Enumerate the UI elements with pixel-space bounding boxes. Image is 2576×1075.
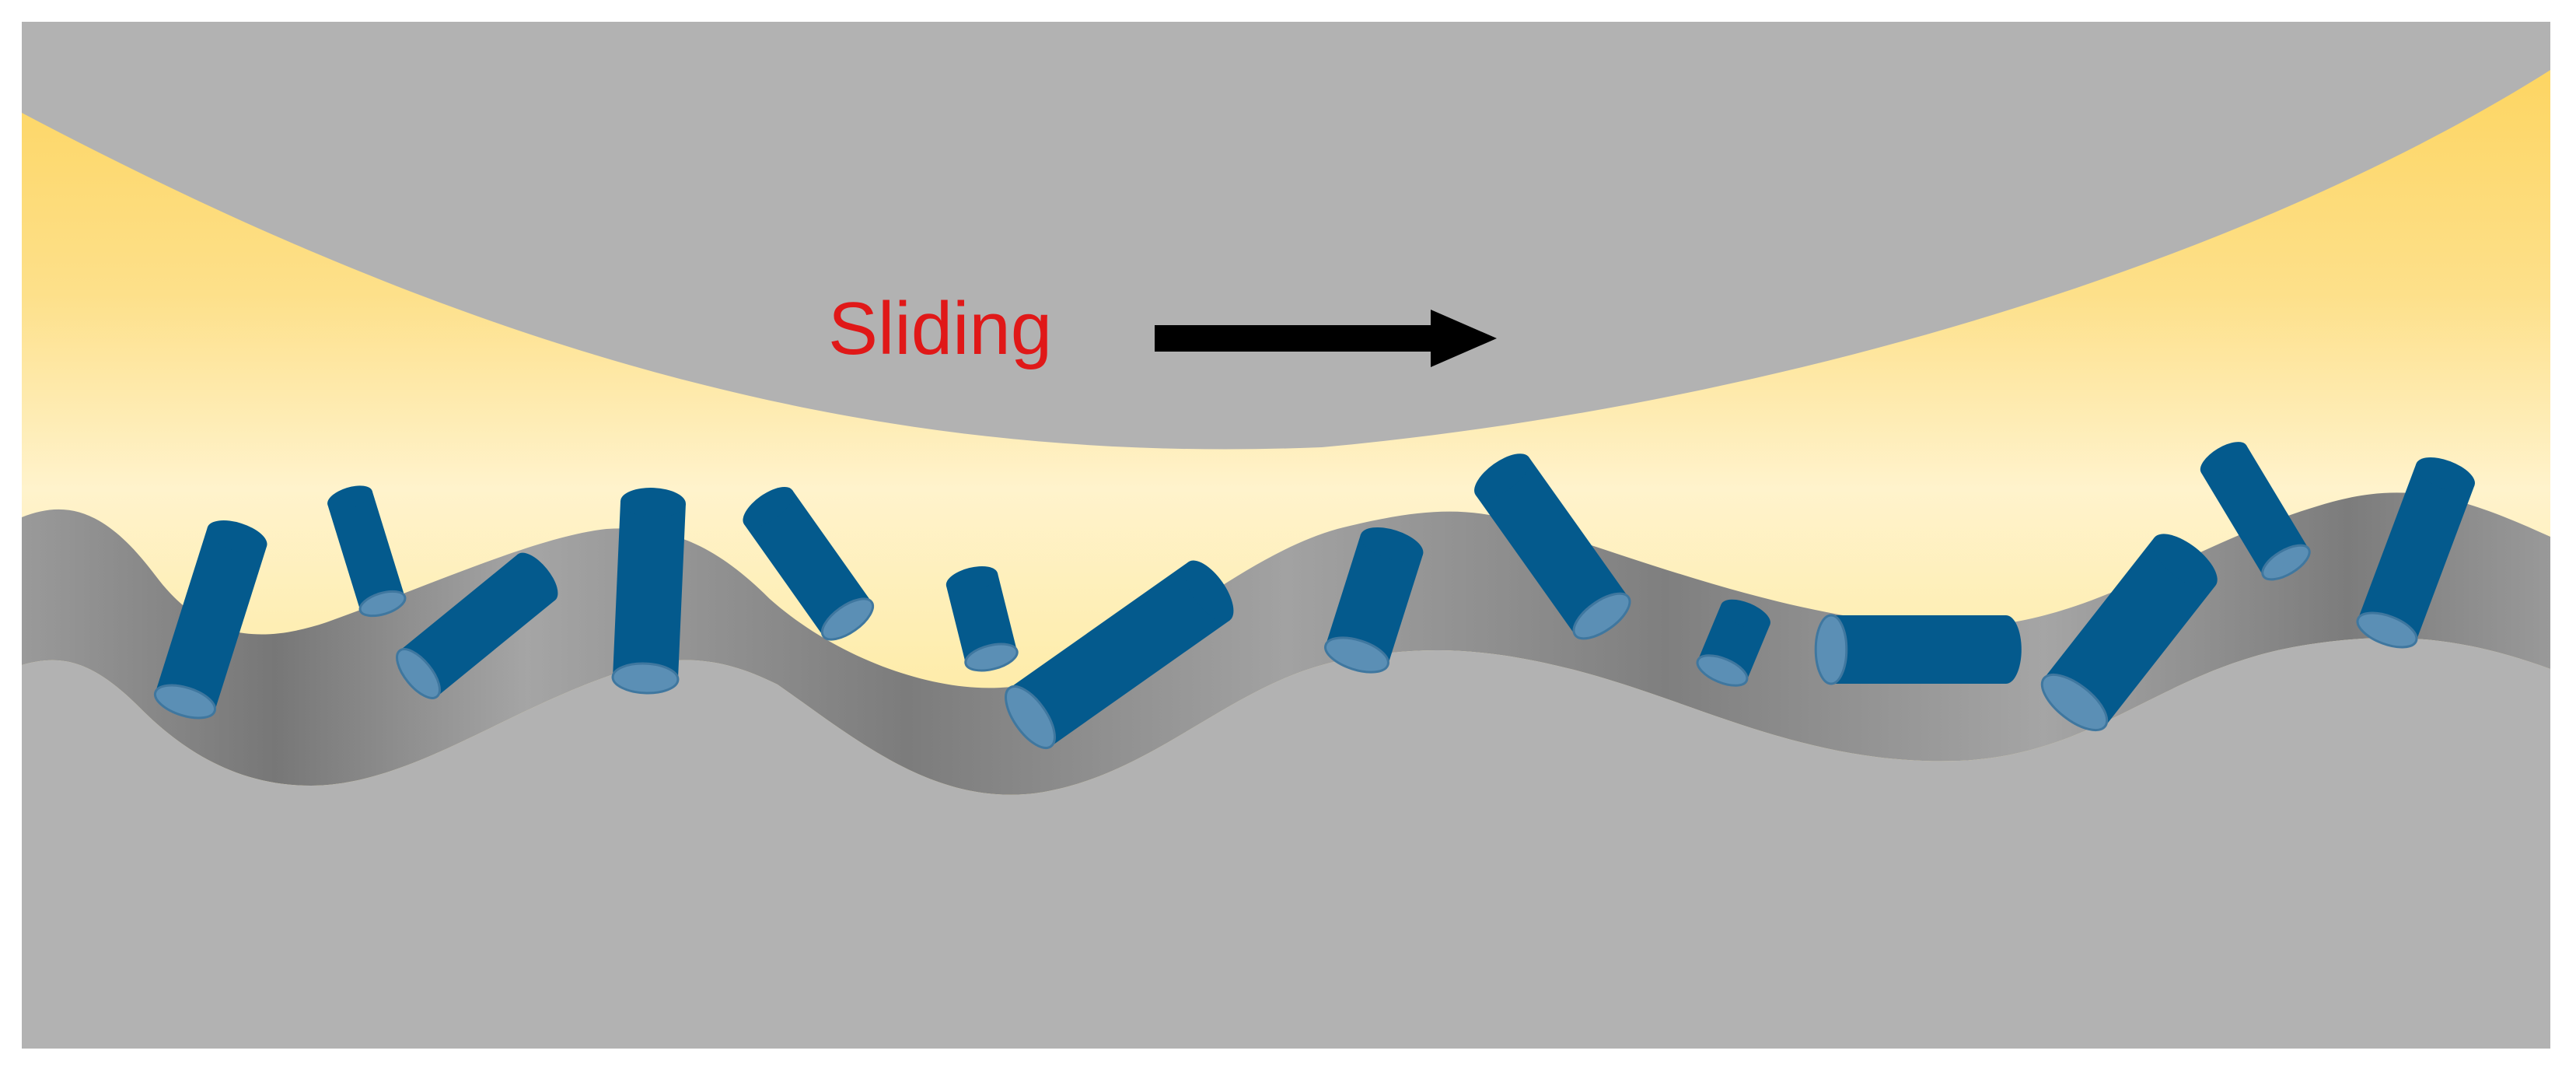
particle-far-end	[2152, 534, 2218, 590]
particle-far-end	[1474, 453, 1530, 499]
particle-far-end	[327, 485, 372, 510]
particle-13	[2200, 442, 2311, 581]
particle-10	[1696, 599, 1770, 687]
particle-9	[1474, 453, 1631, 640]
particle-end-cap	[2356, 611, 2418, 649]
particle-far-end	[945, 566, 998, 593]
particle-end-cap	[358, 590, 407, 618]
particle-14	[2356, 457, 2475, 649]
particle-8	[1324, 527, 1424, 674]
particle-1	[153, 520, 267, 720]
particle-end-cap	[964, 643, 1019, 672]
particle-body	[399, 554, 556, 697]
particle-end-cap	[1696, 654, 1749, 687]
particle-2	[327, 485, 407, 618]
particle-body	[2358, 463, 2475, 642]
particle-far-end	[1360, 527, 1424, 562]
particle-body	[1009, 562, 1230, 747]
particle-4	[611, 488, 686, 695]
particle-12	[2040, 534, 2218, 732]
particle-far-end	[1991, 615, 2022, 684]
particle-far-end	[2200, 442, 2248, 476]
particle-body	[2043, 538, 2216, 727]
particle-far-end	[620, 488, 686, 517]
particle-far-end	[1184, 560, 1234, 622]
particle-far-end	[1721, 599, 1770, 630]
particle-body	[946, 573, 1017, 664]
particle-body	[155, 527, 267, 712]
particle-end-cap	[1814, 614, 1848, 685]
particle-body	[2200, 445, 2309, 576]
particle-far-end	[515, 552, 558, 602]
particle-body	[613, 501, 686, 680]
particle-body	[1325, 534, 1424, 665]
particle-end-cap	[396, 648, 441, 699]
particle-body	[743, 490, 872, 636]
upper-counterface	[22, 22, 2550, 450]
particle-end-cap	[2040, 673, 2109, 732]
substrate	[22, 638, 2550, 1049]
particle-end-cap	[153, 684, 217, 720]
particle-end-cap	[2261, 544, 2311, 581]
particle-end-cap	[820, 597, 875, 641]
particle-far-end	[743, 486, 794, 528]
particle-6	[945, 566, 1019, 672]
particles-group	[153, 442, 2475, 749]
particle-body	[1475, 457, 1629, 636]
particle-11	[1814, 614, 2022, 685]
particle-body	[327, 491, 405, 611]
sliding-arrow-icon	[1155, 310, 1497, 367]
particle-end-cap	[1324, 636, 1389, 674]
particle-5	[743, 486, 875, 641]
particle-7	[1005, 560, 1234, 749]
sliding-label: Sliding	[828, 287, 1052, 370]
particle-body	[1831, 615, 2006, 684]
particle-end-cap	[1572, 592, 1631, 640]
particle-end-cap	[611, 662, 680, 695]
particle-3	[396, 552, 558, 699]
particle-far-end	[207, 520, 267, 553]
particle-end-cap	[1005, 685, 1056, 749]
particle-far-end	[2416, 457, 2475, 492]
